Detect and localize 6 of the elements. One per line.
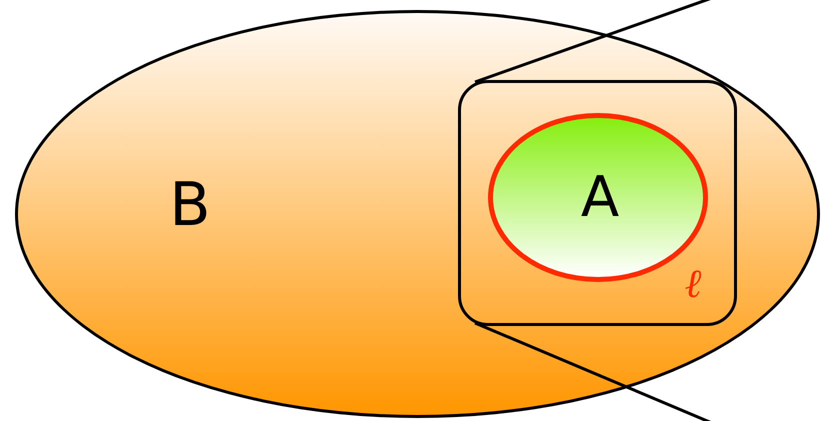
zoom-line	[474, 322, 713, 421]
zoom-line	[474, 0, 712, 84]
node-label: A	[580, 170, 620, 226]
node-label: B	[169, 175, 211, 235]
rounded-rectangle	[458, 80, 737, 326]
boundary-label: ℓ	[684, 264, 702, 304]
